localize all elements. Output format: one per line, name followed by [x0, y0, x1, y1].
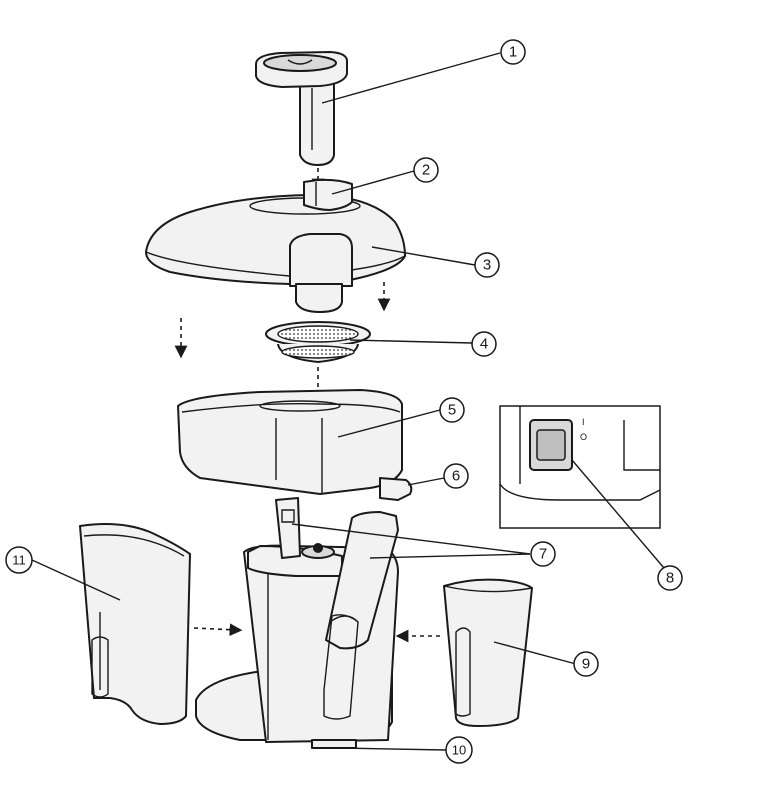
- base-foot: [311, 739, 357, 749]
- switch-off-mark: O: [580, 432, 587, 442]
- feed-chute: [303, 178, 353, 211]
- callout-number: 3: [483, 257, 491, 274]
- callout-number: 2: [422, 162, 430, 179]
- callout-5: 5: [439, 397, 465, 423]
- callout-6: 6: [443, 463, 469, 489]
- callout-3: 3: [474, 252, 500, 278]
- leader-lines: [31, 52, 665, 751]
- callout-number: 10: [452, 743, 466, 758]
- callout-number: 7: [539, 546, 547, 563]
- callout-4: 4: [471, 331, 497, 357]
- switch-on-mark: I: [582, 417, 585, 427]
- callout-9: 9: [573, 651, 599, 677]
- motor-base: [195, 497, 399, 743]
- juice-jug: [443, 578, 533, 727]
- callout-2: 2: [413, 157, 439, 183]
- callout-10: 10: [445, 736, 473, 764]
- callout-11: 11: [5, 546, 33, 574]
- juice-spout: [379, 477, 413, 501]
- pusher: [255, 51, 349, 166]
- callout-8: 8: [657, 565, 683, 591]
- callout-number: 11: [12, 553, 26, 568]
- callout-7: 7: [530, 541, 556, 567]
- lid: [145, 194, 406, 313]
- switch-detail-inset: I O: [499, 405, 661, 529]
- callout-1: 1: [500, 39, 526, 65]
- callout-number: 4: [480, 336, 488, 353]
- callout-number: 9: [582, 656, 590, 673]
- callout-number: 8: [666, 570, 674, 587]
- assembly-arrow: [193, 623, 243, 637]
- callout-number: 1: [509, 44, 517, 61]
- pulp-container: [79, 523, 191, 725]
- callout-number: 6: [452, 468, 460, 485]
- juice-collector: [177, 389, 403, 495]
- callout-number: 5: [448, 402, 456, 419]
- filter: [265, 321, 371, 363]
